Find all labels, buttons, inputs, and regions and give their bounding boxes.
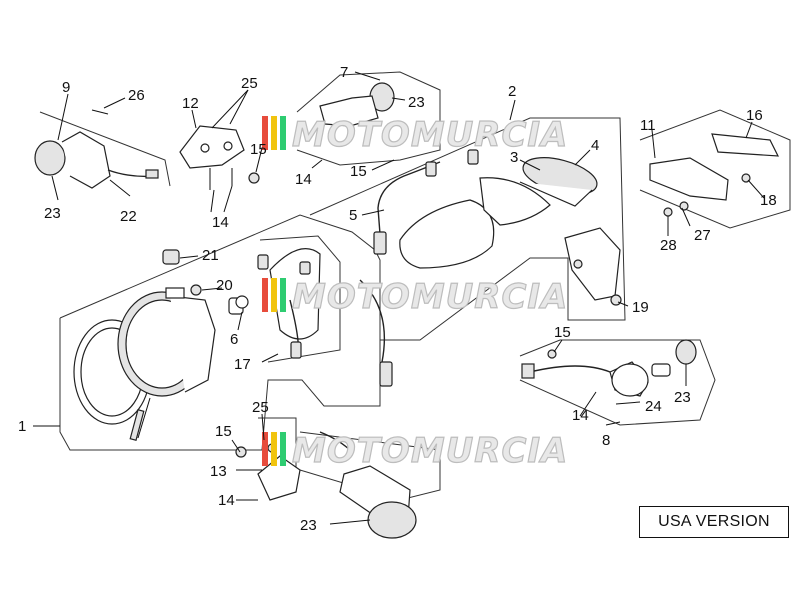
part-plate-bracket-19 [564,227,622,306]
callout-14-b: 14 [212,214,229,231]
callout-23-c: 23 [674,389,691,406]
callout-12: 12 [182,95,199,112]
callout-20: 20 [216,277,233,294]
part-turn-signal-23-lower [319,431,417,539]
callout-7: 7 [340,64,348,81]
callout-24: 24 [645,398,662,415]
callout-15-c: 15 [215,423,232,440]
part-bracket-12 [179,125,260,190]
watermark-bar-red [262,278,268,312]
callout-15-b: 15 [350,163,367,180]
callout-23-d: 23 [300,517,317,534]
callout-9: 9 [62,79,70,96]
callout-25-a: 25 [241,75,258,92]
callout-18: 18 [760,192,777,209]
group-outlines [39,71,791,501]
part-turn-signal-8 [521,339,697,397]
watermark-bar-green [280,278,286,312]
callout-13: 13 [210,463,227,480]
watermark-bar-yellow [271,116,277,150]
watermark-bottom: MOTOMURCIA [262,430,568,472]
part-rubber-cap-21 [162,249,180,265]
part-bulb-20-6 [190,284,249,315]
watermark-group: MOTOMURCIA MOTOMURCIA MOTOMURCIA [262,114,568,472]
callout-26: 26 [128,87,145,104]
part-headlight-assembly [73,287,216,442]
callout-4: 4 [591,137,599,154]
callout-3: 3 [510,149,518,166]
usa-version-label: USA VERSION [639,506,789,538]
callout-27: 27 [694,227,711,244]
watermark-top: MOTOMURCIA [262,114,568,156]
callout-1: 1 [18,418,26,435]
callout-23-a: 23 [44,205,61,222]
watermark-text: MOTOMURCIA [292,431,568,471]
callout-14-d: 14 [572,407,589,424]
callout-15-a: 15 [250,141,267,158]
watermark-middle: MOTOMURCIA [262,276,568,318]
callout-22: 22 [120,208,137,225]
callout-28: 28 [660,237,677,254]
watermark-bar-green [280,432,286,466]
callout-8: 8 [602,432,610,449]
callout-labels: 1 2 3 4 5 6 7 8 9 11 12 13 14 14 14 14 1… [18,64,777,534]
part-license-light-11-16 [649,133,780,217]
callout-5: 5 [349,207,357,224]
watermark-bar-yellow [271,432,277,466]
callout-25-b: 25 [252,399,269,416]
callout-17: 17 [234,356,251,373]
leader-lines [33,71,765,525]
watermark-bar-green [280,116,286,150]
part-wiring-17 [257,248,393,387]
watermark-bar-red [262,432,268,466]
watermark-text: MOTOMURCIA [292,277,568,317]
callout-11: 11 [640,117,656,134]
callout-16: 16 [746,107,763,124]
callout-23-b: 23 [408,94,425,111]
part-turn-signal-7 [319,82,395,127]
part-taillight-2 [373,149,598,269]
callout-14-a: 14 [295,171,312,188]
callout-2: 2 [508,83,516,100]
callout-15-d: 15 [554,324,571,341]
callout-21: 21 [202,247,219,264]
watermark-text: MOTOMURCIA [292,115,568,155]
part-turn-signal-9 [34,109,159,189]
callout-19: 19 [632,299,649,316]
watermark-bar-yellow [271,278,277,312]
callout-6: 6 [230,331,238,348]
watermark-bar-red [262,116,268,150]
callout-14-c: 14 [218,492,235,509]
